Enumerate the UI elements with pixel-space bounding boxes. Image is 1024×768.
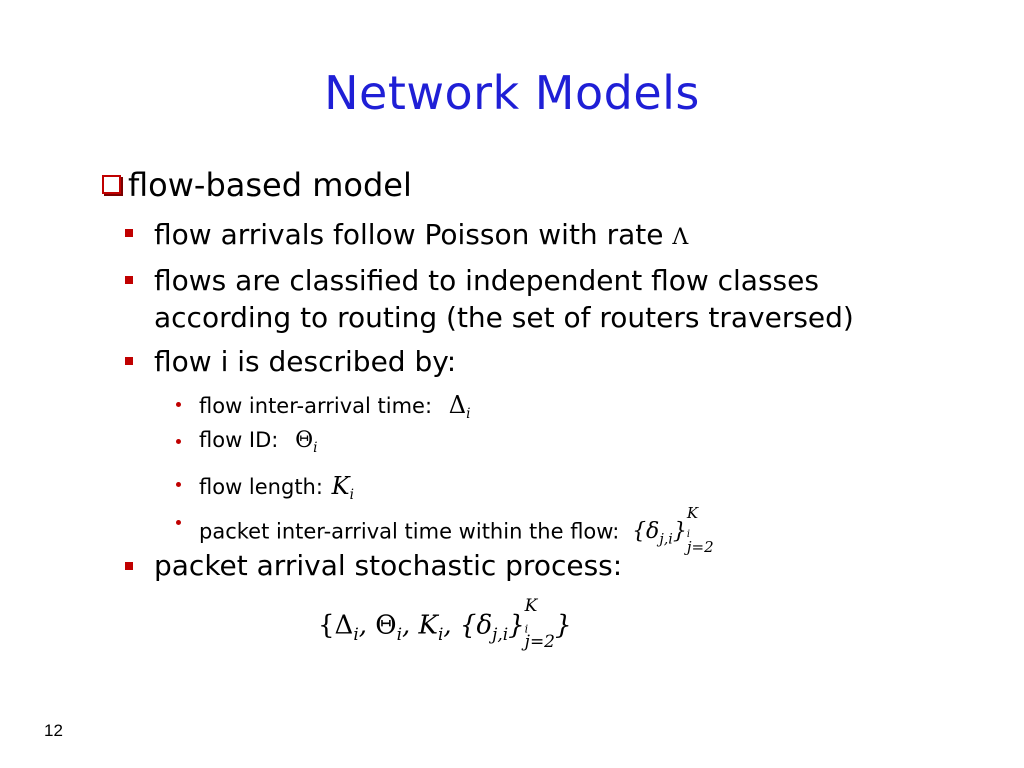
- bullet-flow-based-model: flow-based model: [102, 166, 412, 204]
- checkbox-bullet-icon: [102, 174, 121, 194]
- slide-title: Network Models: [324, 66, 700, 120]
- dot-bullet-icon: [176, 439, 181, 444]
- subsub-packet-inter-arrival: packet inter-arrival time within the flo…: [199, 504, 714, 556]
- k-symbol: K: [331, 472, 350, 500]
- subsub-flow-length: flow length: Ki: [199, 472, 354, 504]
- sub-item-classes-line1: flows are classified to independent flow…: [154, 264, 819, 297]
- square-bullet-icon: [125, 229, 133, 237]
- sub-item-flow-described: flow i is described by:: [154, 345, 457, 378]
- dot-bullet-icon: [176, 402, 181, 407]
- subsub-inter-arrival: flow inter-arrival time: Δi: [199, 391, 471, 423]
- square-bullet-icon: [125, 357, 133, 365]
- subsub-flow-id: flow ID: Θi: [199, 428, 318, 457]
- page-number: 12: [44, 721, 63, 740]
- sub-item-packet-process: packet arrival stochastic process:: [154, 549, 623, 582]
- dot-bullet-icon: [176, 520, 181, 525]
- bullet-text: flow-based model: [128, 166, 412, 204]
- square-bullet-icon: [125, 562, 133, 570]
- delta-symbol: Δ: [448, 391, 467, 419]
- sub-item-poisson: flow arrivals follow Poisson with rate Λ: [154, 218, 689, 251]
- theta-symbol: Θ: [295, 428, 314, 453]
- square-bullet-icon: [125, 276, 133, 284]
- dot-bullet-icon: [176, 482, 181, 487]
- lambda-symbol: Λ: [672, 225, 689, 250]
- sub-item-classes-line2: according to routing (the set of routers…: [154, 301, 854, 334]
